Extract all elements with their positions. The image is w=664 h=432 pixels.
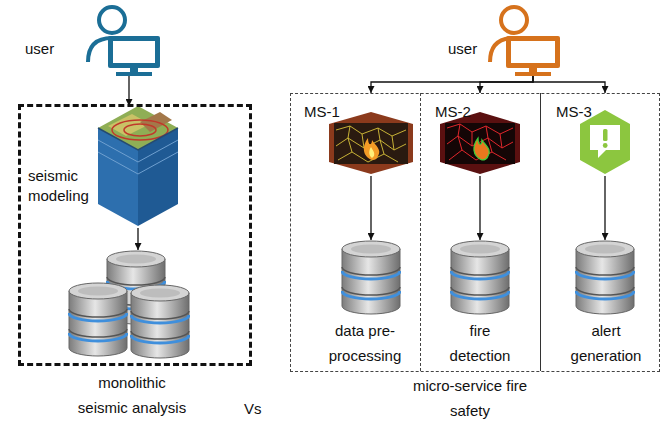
comparison-label: Vs [244, 396, 262, 421]
group-caption: monolithic seismic analysis [74, 370, 190, 420]
flow-connector [533, 76, 605, 93]
monolith-box: monolithic seismic analysisseismic model… [18, 104, 252, 366]
service-id: MS-3 [556, 99, 616, 124]
service-id: MS-2 [435, 99, 495, 124]
seismic-model-icon [98, 106, 178, 226]
user-node: user [22, 0, 172, 76]
flow-connector [480, 76, 533, 93]
microservice-box: micro-service fire safetyMS-1data pre-pr… [290, 93, 660, 372]
user-icon [490, 7, 560, 76]
service-section: MS-2 fire detection [420, 93, 540, 371]
flow-connector [128, 76, 129, 106]
flow-arrow [479, 176, 480, 240]
user-node: user [445, 0, 570, 76]
user-label: user [448, 36, 492, 61]
service-section: MS-1 data pre-processing [290, 93, 420, 371]
user-label: user [25, 36, 73, 61]
flow-arrow [137, 228, 138, 250]
service-id: MS-1 [304, 99, 364, 124]
database [342, 241, 400, 314]
service-label: alert generation [560, 318, 652, 368]
seismic-node: seismic modeling [28, 106, 178, 228]
database [576, 241, 634, 314]
service-label: data pre-processing [315, 318, 415, 368]
service-section: MS-3 alert generation [540, 93, 659, 371]
user-icon [88, 7, 160, 76]
service-label: seismic modeling [28, 166, 96, 206]
preprocessing-icon [329, 112, 413, 174]
flow-arrow [370, 176, 371, 240]
flow-connector [371, 76, 533, 93]
service-label: fire detection [445, 318, 515, 368]
fire-detection-icon [440, 112, 520, 174]
database-cluster [69, 251, 189, 358]
database [451, 241, 509, 314]
flow-arrow [604, 176, 605, 240]
group-caption: micro-service fire safety [412, 373, 528, 423]
